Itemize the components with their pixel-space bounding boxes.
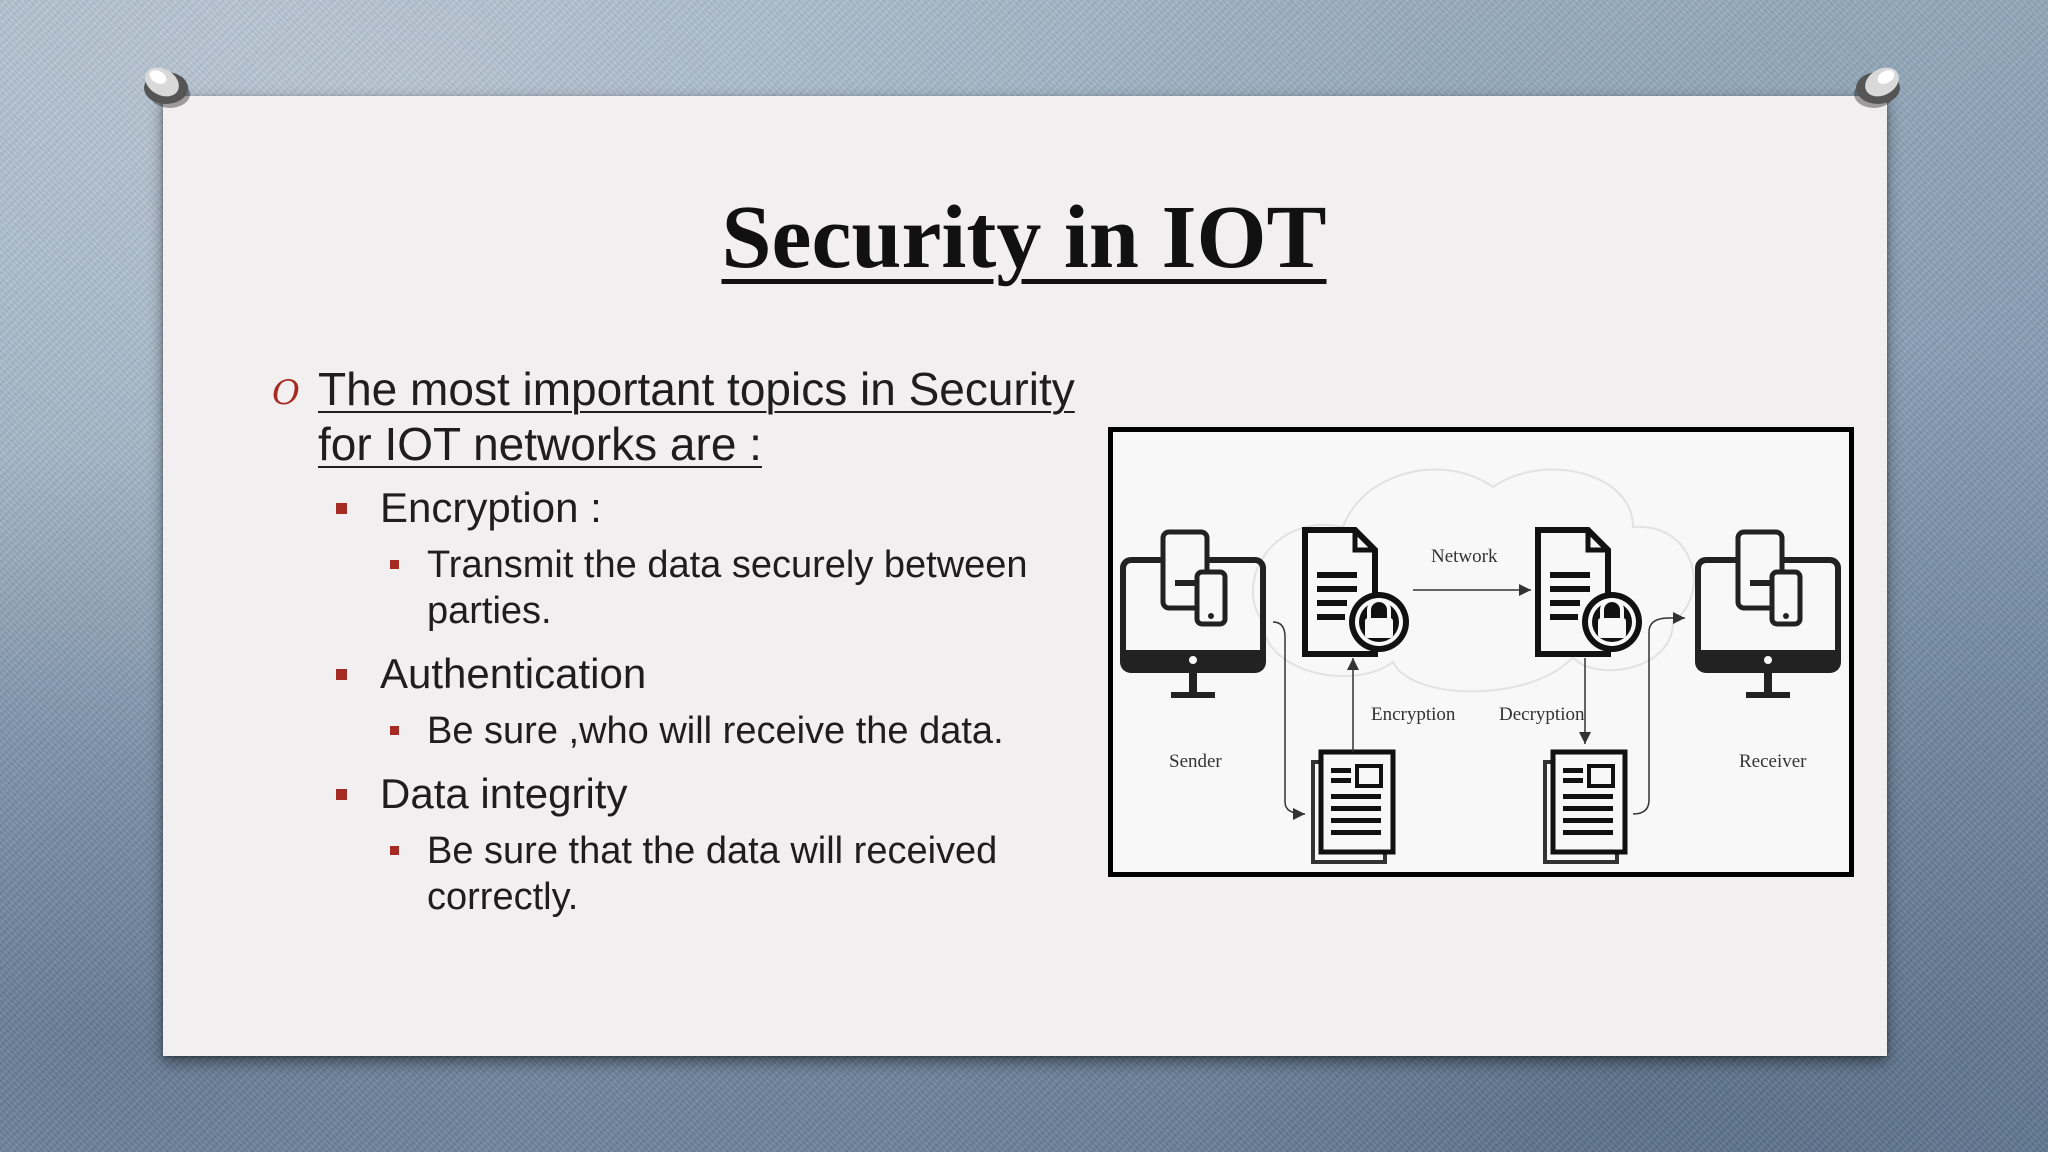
topic-label: Data integrity [380,770,628,817]
receiver-arrow [1632,612,1685,815]
slide-title-text: Security in IOT [721,188,1327,287]
pin-icon [1854,67,1900,108]
topic-detail: Transmit the data securely between parti… [272,542,1127,634]
network-label: Network [1431,546,1498,567]
square-bullet-icon [390,846,399,855]
detail-line: Be sure that the data will received [427,830,998,872]
document-icon [1545,752,1625,862]
decryption-label: Decryption [1499,704,1585,725]
square-bullet-icon [390,726,399,735]
encryption-label: Encryption [1371,704,1456,725]
detail-line: Be sure ,who will receive the data. [427,710,1004,752]
square-bullet-icon [336,669,347,680]
square-bullet-icon [390,560,399,569]
topic-label: Authentication [380,650,647,697]
sender-arrow [1272,621,1306,820]
locked-document-icon [1538,530,1642,654]
diagram-svg: Network Encryption Decryption Sender Rec… [1113,468,1849,872]
topic-detail: Be sure that the data will received corr… [272,828,1127,920]
pin-icon [144,67,190,108]
document-icon [1313,752,1393,862]
locked-document-icon [1305,530,1409,654]
computer-icon [1698,532,1838,698]
bullet-o-icon: O [272,373,300,413]
encryption-diagram: Network Encryption Decryption Sender Rec… [1108,427,1854,877]
computer-icon [1123,532,1263,698]
topic-detail: Be sure ,who will receive the data. [272,708,1127,754]
square-bullet-icon [336,789,347,800]
bullet-list: O The most important topics in Security … [272,362,1112,934]
square-bullet-icon [336,503,347,514]
receiver-label: Receiver [1739,751,1807,772]
topic-data-integrity: Data integrity [272,768,1112,820]
topic-authentication: Authentication [272,648,1112,700]
sender-label: Sender [1169,751,1222,772]
slide-title: Security in IOT [0,188,2048,288]
main-point-line2: for IOT networks are : [318,418,762,470]
detail-line: Transmit the data securely between [427,544,1028,586]
detail-line: parties. [427,590,552,632]
main-point-line1: The most important topics in Security [318,363,1075,415]
topic-encryption: Encryption : [272,482,1112,534]
detail-line: correctly. [427,876,579,918]
topic-label: Encryption : [380,484,602,531]
main-point: O The most important topics in Security … [272,362,1112,472]
cloud-icon [1252,468,1695,693]
